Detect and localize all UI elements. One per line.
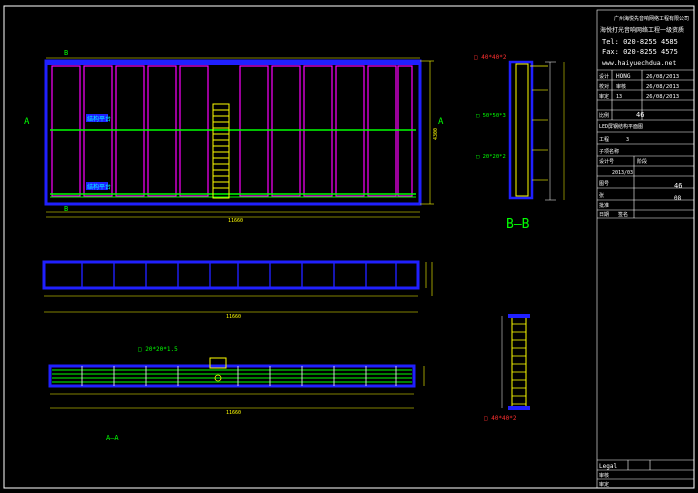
pipe-label-side: □ 20*20*2 <box>476 154 506 160</box>
tb-web: www.haiyuechdua.net <box>602 59 676 67</box>
pipe-label-mid: □ 20*20*1.5 <box>138 346 178 353</box>
tb-project-label: 工程 <box>599 136 609 143</box>
section-mark-a-right: A <box>438 117 444 127</box>
tb-fax: Fax: 020-8255 4575 <box>602 48 678 56</box>
tb-page-value: 08 <box>674 195 682 202</box>
plan-view[interactable]: 11660 <box>42 260 433 320</box>
tb-design-no-value: 2013/03 <box>612 170 633 176</box>
tb-scale-value: 46 <box>636 111 644 119</box>
section-mark-b-top: B <box>64 49 68 57</box>
dim-width-front: 11660 <box>228 218 243 224</box>
tb-drawing-name: LED屏钢结构平面图 <box>599 123 643 130</box>
pipe-label-top: □ 40*40*2 <box>474 54 507 61</box>
tb-row-2-date: 26/08/2013 <box>646 94 679 100</box>
tb-row-1-key: 校对 <box>599 83 609 90</box>
tb-footer2: 审核 <box>599 472 609 479</box>
section-mark-b-bottom: B <box>64 205 68 213</box>
title-block[interactable] <box>596 9 695 489</box>
tb-footer3: 审定 <box>599 481 609 488</box>
tb-approve-label: 批准 <box>599 202 609 209</box>
front-ladder <box>212 103 230 199</box>
zone-label-b: 结构平台 <box>87 183 111 191</box>
tb-company: 广州海悦先音响网络工程有限公司 <box>614 15 689 22</box>
tb-footer1: Legal <box>599 463 617 470</box>
zone-label-a: 结构平台 <box>87 115 111 123</box>
section-aa-title: A—A <box>106 434 119 442</box>
drawing-border <box>3 5 695 489</box>
pipe-label-bottom: □ 40*40*2 <box>484 415 517 422</box>
tb-row-0-val: HONG <box>616 73 631 80</box>
pipe-label-small: □ 50*50*3 <box>476 113 506 119</box>
tb-scale-label: 比例 <box>599 112 609 119</box>
tb-sheet-label: 图号 <box>599 181 609 187</box>
tb-project-value: 3 <box>626 137 629 143</box>
section-bb-title: B—B <box>506 217 530 232</box>
section-bb-view[interactable]: □ 40*40*2 □ 50*50*3 □ 20*20*2 B—B <box>474 54 565 232</box>
dim-height: 4300 <box>433 128 439 140</box>
dim-width-section: 11660 <box>226 410 241 416</box>
dim-width-plan: 11660 <box>226 314 241 320</box>
section-aa-view[interactable]: 11660 □ 20*20*1.5 A—A <box>48 346 425 442</box>
tb-tel: Tel: 020-8255 4585 <box>602 38 678 46</box>
tb-design-no-label: 设计号 <box>599 158 614 165</box>
title-block-text: 广州海悦先音响网络工程有限公司 海悦打光音响网络工程一级资质 Tel: 020-… <box>599 15 689 488</box>
front-top-rail <box>46 61 420 65</box>
front-frame <box>44 59 422 206</box>
tb-page-label: 张 <box>599 192 604 199</box>
tb-sub-label: 子项名称 <box>599 148 619 155</box>
tb-row-2-val: 13 <box>616 94 622 100</box>
front-elevation[interactable]: 结构平台 结构平台 4300 11660 A A B B <box>24 49 444 224</box>
tb-row-1-val: 审核 <box>616 83 626 90</box>
side-ladder-view[interactable]: □ 40*40*2 <box>484 314 530 422</box>
tb-row-0-key: 设计 <box>599 73 609 80</box>
tb-date-label: 日期 <box>599 212 609 218</box>
tb-row-2-key: 审定 <box>599 93 609 100</box>
section-mark-a-left: A <box>24 117 30 127</box>
tb-stage-label: 阶段 <box>637 158 647 165</box>
tb-row-1-date: 26/08/2013 <box>646 84 679 90</box>
tb-company2: 海悦打光音响网络工程一级资质 <box>600 26 684 34</box>
front-magenta-posts <box>51 65 413 197</box>
tb-row-0-date: 26/08/2013 <box>646 74 679 80</box>
tb-approve-value: 签名 <box>618 211 628 218</box>
tb-sheet-value: 46 <box>674 182 682 190</box>
